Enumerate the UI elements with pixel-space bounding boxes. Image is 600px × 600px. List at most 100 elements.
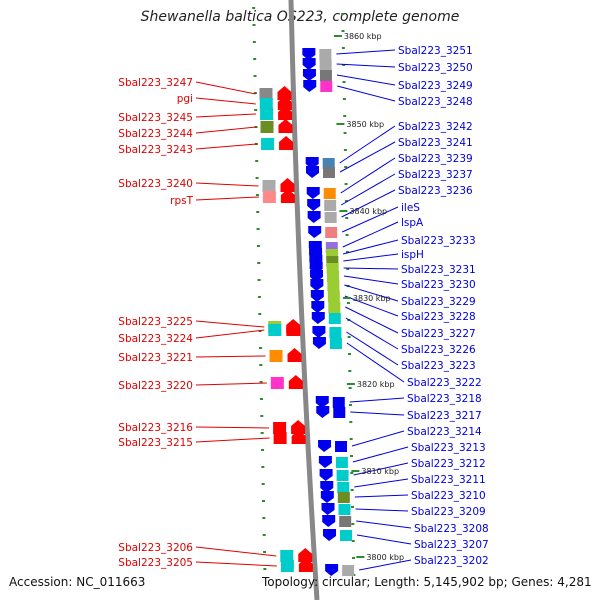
right-gene-label: Sbal223_3211 xyxy=(411,474,486,486)
scale-label: 3810 kbp xyxy=(361,467,399,476)
left-gene-arrow xyxy=(277,86,292,100)
right-leader xyxy=(349,397,405,403)
right-gene-label: Sbal223_3214 xyxy=(407,426,482,438)
right-leader xyxy=(359,559,412,571)
right-gene-arrow xyxy=(315,396,329,408)
right-gene-label: Sbal223_3202 xyxy=(414,555,489,567)
right-gene-box xyxy=(339,516,352,527)
scale-label: 3850 kbp xyxy=(346,120,384,129)
left-gene-arrow xyxy=(277,96,292,110)
right-gene-label: Sbal223_3237 xyxy=(398,169,473,181)
right-gene-box xyxy=(336,470,349,481)
right-leader xyxy=(343,275,399,285)
right-gene-label: ispH xyxy=(401,249,424,261)
left-gene-box xyxy=(273,422,287,434)
right-gene-arrow xyxy=(306,187,320,199)
right-leader xyxy=(336,49,396,55)
right-gene-arrow xyxy=(323,529,337,541)
right-gene-box xyxy=(328,313,341,324)
left-leader xyxy=(195,113,257,118)
right-gene-label: Sbal223_3213 xyxy=(411,442,486,454)
right-gene-box xyxy=(327,280,340,291)
right-gene-label: lspA xyxy=(401,217,424,229)
left-gene-label: Sbal223_3221 xyxy=(118,352,193,364)
left-leader xyxy=(195,81,256,95)
right-gene-label: Sbal223_3229 xyxy=(401,296,476,308)
right-leader xyxy=(345,317,399,350)
left-gene-label: Sbal223_3205 xyxy=(118,557,193,569)
right-gene-arrow xyxy=(325,564,339,576)
left-gene-label: Sbal223_3225 xyxy=(118,316,193,328)
right-leader xyxy=(352,446,409,463)
right-gene-arrow xyxy=(320,491,334,503)
right-gene-label: Sbal223_3251 xyxy=(398,45,473,57)
right-gene-arrow xyxy=(312,337,326,349)
right-gene-label: Sbal223_3231 xyxy=(401,264,476,276)
left-gene-box xyxy=(261,138,275,150)
right-gene-arrow xyxy=(322,515,336,527)
right-gene-label: Sbal223_3241 xyxy=(398,137,473,149)
left-gene-label: Sbal223_3224 xyxy=(118,333,193,345)
right-gene-label: Sbal223_3227 xyxy=(401,328,476,340)
right-gene-arrow xyxy=(311,312,325,324)
right-gene-label: Sbal223_3233 xyxy=(401,235,476,247)
left-gene-arrow xyxy=(288,375,303,389)
right-gene-label: Sbal223_3217 xyxy=(407,410,482,422)
left-gene-label: pgi xyxy=(177,93,193,105)
right-gene-box xyxy=(329,327,342,338)
right-leader xyxy=(356,534,412,545)
left-leader xyxy=(195,426,270,429)
right-gene-box xyxy=(332,397,345,408)
left-gene-arrow xyxy=(280,178,295,192)
right-leader xyxy=(340,173,396,206)
right-gene-arrow xyxy=(302,48,316,60)
left-gene-label: Sbal223_3243 xyxy=(118,144,193,156)
right-leader xyxy=(354,478,409,488)
scale-label: 3830 kbp xyxy=(353,294,391,303)
right-gene-label: Sbal223_3236 xyxy=(398,185,473,197)
right-gene-label: Sbal223_3223 xyxy=(401,360,476,372)
right-gene-arrow xyxy=(312,326,326,338)
right-gene-box xyxy=(335,441,348,452)
left-gene-box xyxy=(262,180,276,192)
right-gene-arrow xyxy=(310,279,324,291)
right-gene-box xyxy=(337,482,350,493)
left-gene-label: Sbal223_3244 xyxy=(118,128,193,140)
left-gene-label: Sbal223_3206 xyxy=(118,542,193,554)
left-leader xyxy=(195,196,259,201)
left-gene-label: Sbal223_3240 xyxy=(118,178,193,190)
left-gene-label: Sbal223_3247 xyxy=(118,77,193,89)
right-gene-box xyxy=(340,530,353,541)
right-leader xyxy=(354,494,409,498)
right-gene-arrow xyxy=(303,80,317,92)
right-leader xyxy=(346,342,405,383)
right-gene-arrow xyxy=(305,166,319,178)
right-leader xyxy=(343,267,399,270)
left-gene-arrow xyxy=(291,420,306,434)
right-leader xyxy=(346,331,399,366)
right-gene-box xyxy=(323,188,336,199)
right-gene-box xyxy=(338,504,351,515)
right-gene-box xyxy=(337,492,350,503)
right-gene-box xyxy=(329,338,342,349)
right-gene-label: Sbal223_3209 xyxy=(411,506,486,518)
right-gene-arrow xyxy=(318,440,332,452)
right-leader xyxy=(343,253,399,262)
left-gene-arrow xyxy=(278,106,293,120)
left-gene-box xyxy=(260,108,274,120)
left-leader xyxy=(195,437,270,443)
left-strand-genes xyxy=(259,86,313,572)
right-gene-label: Sbal223_3242 xyxy=(398,121,473,133)
right-leader xyxy=(336,63,396,68)
right-leader xyxy=(339,141,396,173)
left-leader xyxy=(195,355,266,358)
right-gene-label: ileS xyxy=(401,202,420,214)
left-leader xyxy=(195,143,258,150)
right-leader xyxy=(342,239,399,255)
right-leader xyxy=(342,221,399,248)
left-gene-box xyxy=(269,350,283,362)
right-gene-arrow xyxy=(307,211,321,223)
right-leader xyxy=(355,508,409,512)
right-gene-box xyxy=(322,167,335,178)
right-leader xyxy=(353,462,409,476)
